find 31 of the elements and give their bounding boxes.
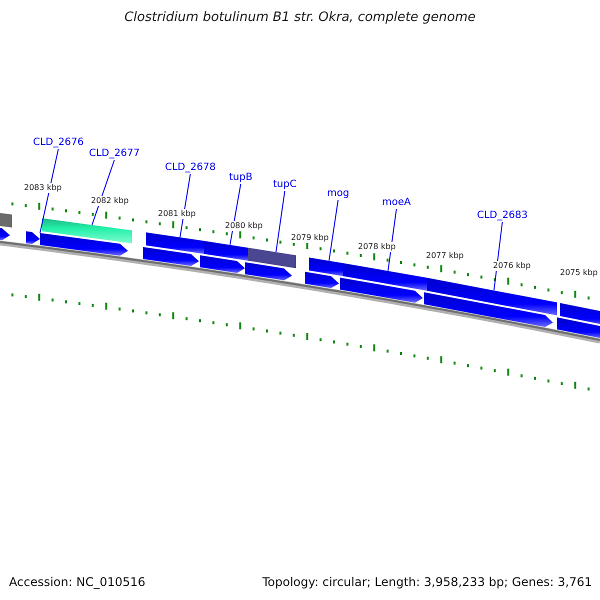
tick-label: 2081 kbp [158, 209, 196, 219]
gene-bar [146, 232, 204, 254]
gene-label: CLD_2677 [89, 149, 140, 159]
gene-bar [343, 263, 427, 291]
gene-label: moeA [382, 198, 411, 208]
accession-text: Accession: NC_010516 [9, 576, 146, 588]
gene-arrow [26, 231, 40, 244]
gene-label: CLD_2683 [477, 211, 528, 221]
gene-bar [42, 218, 132, 244]
gene-bar [248, 248, 296, 268]
tick-label: 2078 kbp [358, 242, 396, 252]
tick-label: 2083 kbp [24, 183, 62, 193]
gene-bar [427, 278, 557, 316]
leader-line [40, 148, 59, 234]
tick-label: 2076 kbp [493, 261, 531, 271]
gene-label: CLD_2678 [165, 163, 216, 173]
title: Clostridium botulinum B1 str. Okra, complete genome [123, 11, 477, 24]
gene-label: tupB [229, 173, 252, 183]
leader-line [276, 190, 286, 253]
tick-label: 2080 kbp [225, 221, 263, 231]
gene-label: CLD_2676 [33, 138, 84, 148]
gene-label: tupC [273, 180, 297, 190]
tick-label: 2075 kbp [560, 268, 598, 278]
tick-label: 2082 kbp [91, 196, 129, 206]
genome-summary: Topology: circular; Length: 3,958,233 bp; Genes: 3,761 [262, 576, 592, 588]
tick-label: 2079 kbp [291, 233, 329, 243]
gene-bar [309, 258, 343, 276]
tick-label: 2077 kbp [426, 251, 464, 261]
leader-line [328, 200, 339, 262]
gene-label: mog [327, 189, 350, 199]
gene-bar [204, 240, 248, 261]
